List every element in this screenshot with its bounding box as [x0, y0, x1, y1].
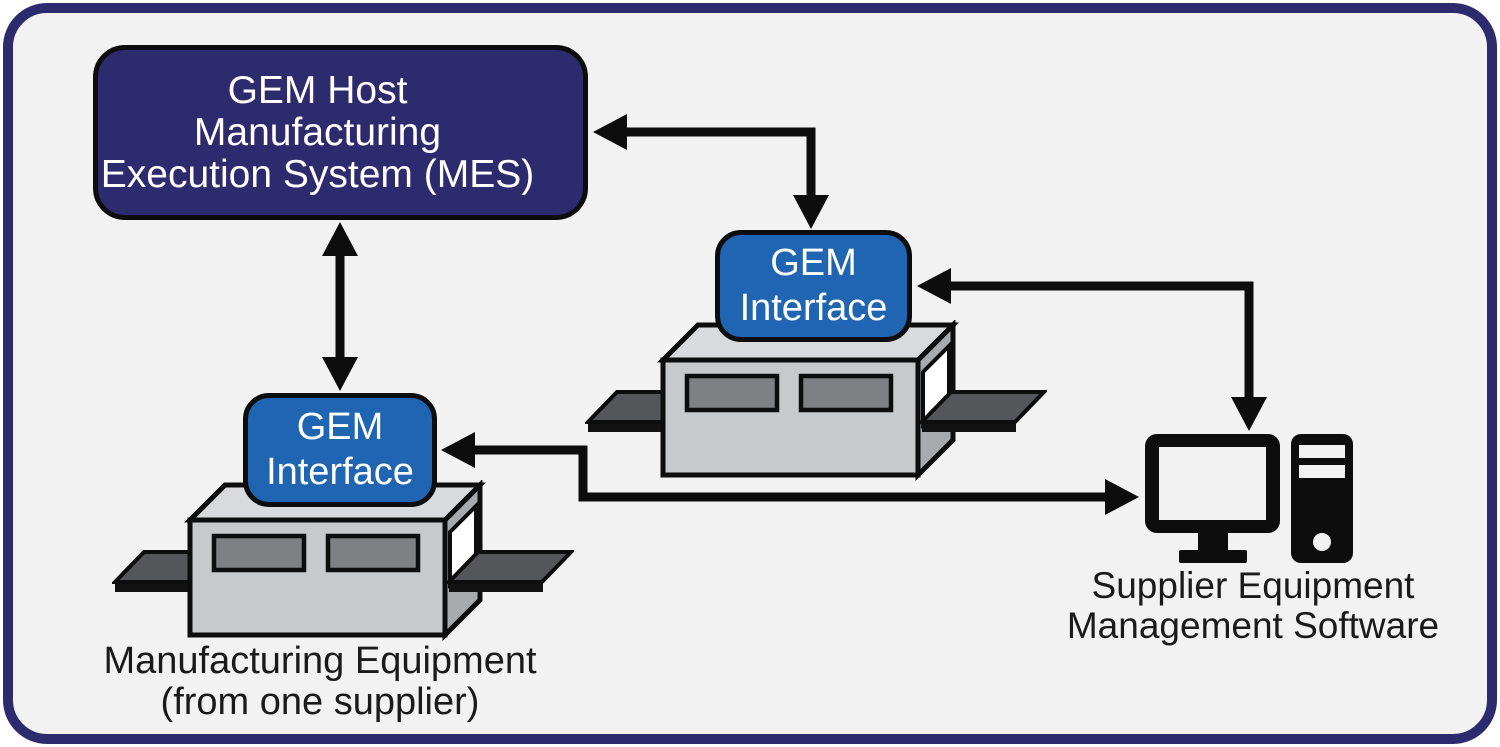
- gem-host-line3: Execution System (MES): [100, 152, 535, 196]
- tower-slot-1: [1299, 445, 1345, 458]
- arrowhead-right-icon: [1105, 479, 1139, 515]
- equipment-caption-line2: (from one supplier): [160, 681, 480, 723]
- gem-interface-a-line2: Interface: [266, 451, 414, 493]
- gem-host-line1: GEM Host: [227, 68, 408, 112]
- arrowhead-left-icon: [593, 114, 627, 150]
- monitor-stand-base: [1179, 550, 1247, 563]
- equipment-window-right: [325, 533, 421, 573]
- computer-icon: [1145, 434, 1353, 563]
- arrow-line: [471, 445, 1107, 502]
- gem-interface-b-line2: Interface: [739, 287, 888, 329]
- gem-host-mes-box: GEM Host Manufacturing Execution System …: [93, 45, 588, 220]
- arrowhead-left-icon: [917, 268, 951, 304]
- arrowhead-down-icon: [1231, 397, 1267, 431]
- arrow-line: [625, 127, 816, 197]
- computer-caption-line1: Supplier Equipment: [1091, 565, 1415, 606]
- manufacturing-equipment-caption: Manufacturing Equipment (from one suppli…: [70, 641, 570, 723]
- equipment-window-left: [211, 533, 307, 573]
- equipment-caption-line1: Manufacturing Equipment: [103, 640, 537, 682]
- supplier-software-caption: Supplier Equipment Management Software: [1053, 566, 1453, 646]
- gem-interface-b-line1: GEM: [770, 242, 857, 284]
- manufacturing-equipment-icon-b: [585, 320, 1047, 482]
- gem-interface-a-line1: GEM: [296, 406, 384, 448]
- arrow-interface-a-to-computer: [441, 432, 1139, 515]
- arrow-host-to-interface-a: [322, 222, 358, 391]
- conveyor-right: [917, 390, 1047, 432]
- arrow-host-to-interface-b: [593, 114, 829, 229]
- gem-interface-box-b: GEM Interface: [715, 230, 912, 342]
- tower-power-button: [1313, 533, 1331, 551]
- arrow-interface-b-to-computer: [917, 268, 1267, 431]
- arrowhead-up-icon: [322, 222, 358, 256]
- computer-caption-line2: Management Software: [1066, 605, 1440, 646]
- arrowhead-down-icon: [793, 195, 829, 229]
- arrowhead-down-icon: [322, 357, 358, 391]
- gem-interface-box-a: GEM Interface: [243, 393, 437, 507]
- arrow-line: [947, 281, 1254, 399]
- gem-host-line2: Manufacturing: [193, 110, 442, 154]
- arrowhead-left-icon: [441, 432, 475, 468]
- equipment-window-right: [798, 373, 894, 413]
- tower-slot-2: [1299, 465, 1345, 478]
- monitor-stand-neck: [1198, 533, 1228, 551]
- equipment-window-left: [684, 373, 780, 413]
- conveyor-right: [444, 550, 574, 592]
- monitor-screen: [1159, 447, 1266, 520]
